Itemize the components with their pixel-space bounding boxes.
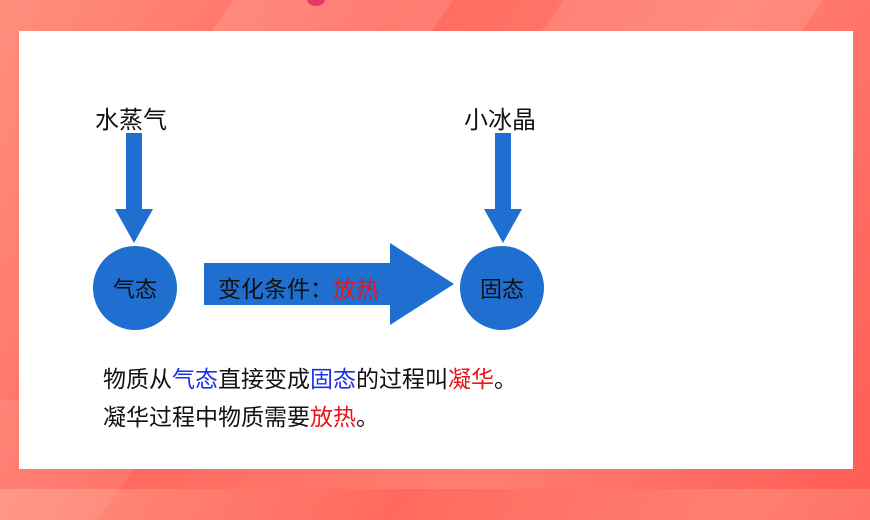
right-arrow-icon (204, 243, 454, 325)
solid-state-circle: 固态 (460, 246, 544, 330)
solid-state-label: 固态 (479, 278, 524, 303)
water-vapor-label: 水蒸气 (95, 106, 167, 134)
gas-state-circle: 气态 (93, 246, 177, 330)
condition-highlight: 放热 (333, 277, 379, 303)
condition-prefix: 变化条件： (218, 277, 333, 303)
heat-sentence: 凝华过程中物质需要放热。 (103, 405, 379, 431)
change-condition-label: 变化条件：放热 (218, 270, 379, 304)
gas-state-label: 气态 (112, 278, 157, 303)
definition-sentence: 物质从气态直接变成固态的过程叫凝华。 (103, 367, 517, 393)
down-arrow-icon (484, 133, 522, 243)
slide-content (19, 31, 853, 469)
down-arrow-icon (115, 133, 153, 243)
decorative-dot (307, 0, 325, 6)
ice-crystal-label: 小冰晶 (464, 106, 536, 134)
